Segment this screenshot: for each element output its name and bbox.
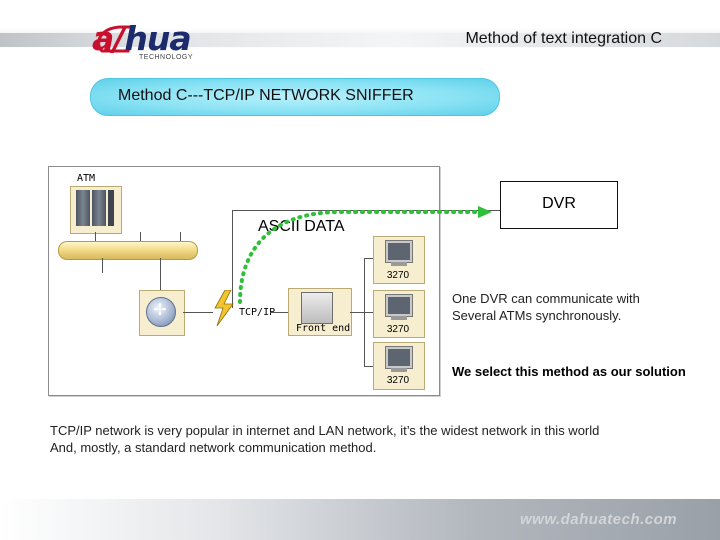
terminal-label: 3270 <box>386 375 410 386</box>
sync-note-line1: One DVR can communicate with <box>452 291 640 306</box>
connector-line <box>95 232 96 242</box>
dvr-box <box>500 181 618 229</box>
tcpip-label: TCP/IP <box>239 307 276 318</box>
atm-label: ATM <box>77 173 96 184</box>
dahua-logo: a/hua TECHNOLOGY <box>92 21 232 67</box>
connector-line <box>232 210 500 211</box>
connector-line <box>364 258 373 259</box>
logo-letter-a: a <box>92 19 114 58</box>
logo-letters-hua: hua <box>124 19 191 58</box>
atm-rack-icon <box>108 190 114 226</box>
logo-slash: / <box>113 19 125 58</box>
connector-line <box>232 210 233 308</box>
connector-line <box>364 366 373 367</box>
subtitle-text: Method C---TCP/IP NETWORK SNIFFER <box>118 87 414 104</box>
monitor-stand-icon <box>391 262 407 266</box>
logo-tagline: TECHNOLOGY <box>139 54 194 61</box>
front-end-computer-icon <box>301 292 333 324</box>
monitor-stand-icon <box>391 368 407 372</box>
connector-line <box>160 258 161 290</box>
connector-line <box>350 312 364 313</box>
monitor-stand-icon <box>391 316 407 320</box>
sync-note-line2: Several ATMs synchronously. <box>452 308 622 323</box>
network-bus <box>58 241 198 260</box>
description-line1: TCP/IP network is very popular in intern… <box>50 423 600 438</box>
connector-line <box>102 258 103 273</box>
connector-line <box>183 312 213 313</box>
lightning-bolt-icon <box>214 290 234 326</box>
monitor-icon <box>386 295 412 316</box>
footer-bar <box>0 499 720 540</box>
footer-url: www.dahuatech.com <box>520 511 678 528</box>
subtitle-pill <box>90 78 500 116</box>
terminal-label: 3270 <box>386 270 410 281</box>
atm-rack-icon <box>92 190 106 226</box>
router-arrows-icon: ✢ <box>153 302 167 319</box>
atm-rack-icon <box>76 190 90 226</box>
description: TCP/IP network is very popular in intern… <box>50 422 690 456</box>
description-line2: And, mostly, a standard network communic… <box>50 440 377 455</box>
connector-line <box>140 232 141 242</box>
connector-line <box>180 232 181 242</box>
connector-line <box>270 312 288 313</box>
slide-title: Method of text integration C <box>465 30 662 47</box>
terminal-label: 3270 <box>386 324 410 335</box>
logo-swoosh-icon <box>97 25 136 53</box>
header-streak <box>0 33 720 47</box>
router-icon <box>146 297 176 327</box>
sync-note: One DVR can communicate with Several ATM… <box>452 290 702 324</box>
monitor-icon <box>386 241 412 262</box>
connector-line <box>364 312 373 313</box>
front-end-label: Front end <box>296 323 351 334</box>
ascii-data-label: ASCII DATA <box>258 218 345 235</box>
dvr-label: DVR <box>542 195 576 212</box>
solution-note: We select this method as our solution <box>452 364 686 379</box>
monitor-icon <box>386 347 412 368</box>
